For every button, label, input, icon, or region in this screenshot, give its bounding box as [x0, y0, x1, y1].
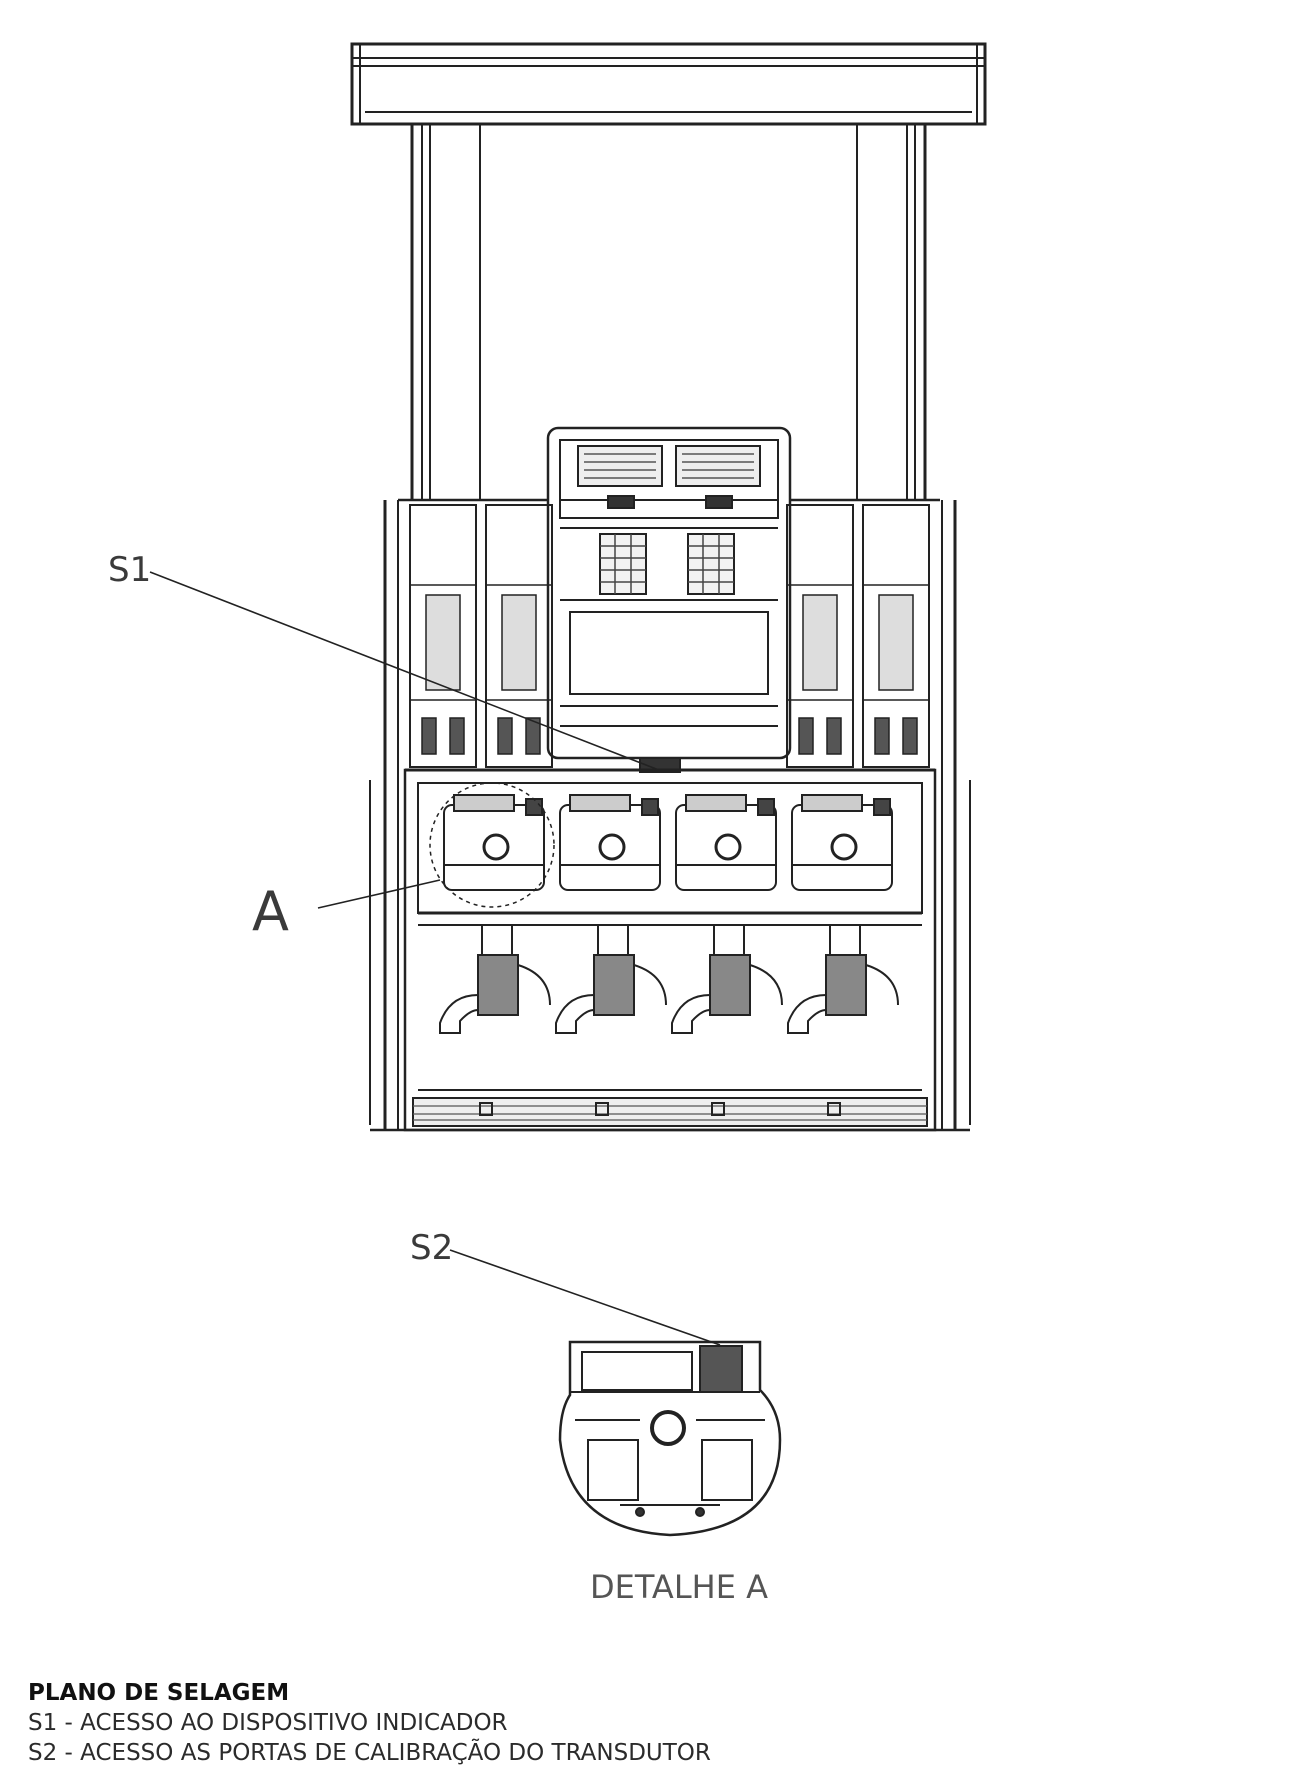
pump-units	[439, 924, 899, 1034]
display-head	[546, 426, 792, 773]
meters	[429, 782, 893, 908]
sealing-plan-legend: PLANO DE SELAGEM S1 - ACESSO AO DISPOSIT…	[28, 1678, 1128, 1768]
support-columns	[410, 124, 927, 500]
legend-item-s2: S2 - ACESSO AS PORTAS DE CALIBRAÇÃO DO T…	[28, 1740, 711, 1766]
detail-caption: DETALHE A	[590, 1568, 768, 1606]
callout-s2: S2	[410, 1228, 454, 1268]
canopy	[350, 42, 987, 126]
nozzle-holsters	[409, 504, 930, 768]
legend-title: PLANO DE SELAGEM	[28, 1680, 290, 1706]
leader-lines	[149, 571, 721, 1346]
callout-a: A	[252, 880, 289, 943]
callout-s1: S1	[108, 550, 152, 590]
legend-item-s1: S1 - ACESSO AO DISPOSITIVO INDICADOR	[28, 1710, 508, 1736]
detail-a-view	[558, 1340, 782, 1537]
cabinet-body	[369, 498, 971, 1132]
